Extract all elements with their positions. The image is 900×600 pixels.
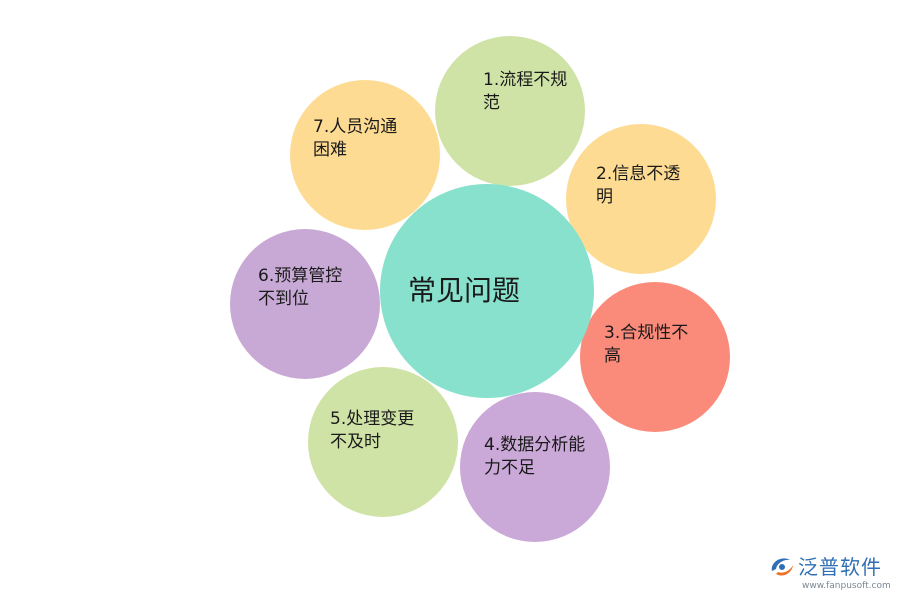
problem-bubble-2: 2.信息不透明 bbox=[566, 124, 716, 274]
problem-label-6: 6.预算管控不到位 bbox=[258, 266, 343, 309]
problem-bubble-4: 4.数据分析能力不足 bbox=[460, 392, 610, 542]
problem-label-7: 7.人员沟通困难 bbox=[313, 117, 398, 160]
problem-label-2: 2.信息不透明 bbox=[596, 164, 681, 207]
watermark-logo: 泛普软件 www.fanpusoft.com bbox=[768, 552, 893, 596]
fanpu-logo-icon bbox=[771, 558, 793, 576]
problem-label-3: 3.合规性不高 bbox=[604, 323, 689, 366]
problem-label-4: 4.数据分析能力不足 bbox=[484, 435, 586, 478]
watermark-url: www.fanpusoft.com bbox=[802, 581, 891, 591]
center-topic-bubble: 常见问题 bbox=[380, 184, 594, 398]
problem-bubble-1: 1.流程不规范 bbox=[435, 36, 585, 186]
problem-label-1: 1.流程不规范 bbox=[483, 70, 568, 113]
watermark-brand-name: 泛普软件 bbox=[798, 555, 882, 579]
problem-bubble-7: 7.人员沟通困难 bbox=[290, 80, 440, 230]
problem-label-5: 5.处理变更不及时 bbox=[330, 409, 415, 452]
problem-bubble-3: 3.合规性不高 bbox=[580, 282, 730, 432]
problem-bubble-6: 6.预算管控不到位 bbox=[230, 229, 380, 379]
center-topic-label: 常见问题 bbox=[408, 274, 521, 307]
problem-bubble-5: 5.处理变更不及时 bbox=[308, 367, 458, 517]
